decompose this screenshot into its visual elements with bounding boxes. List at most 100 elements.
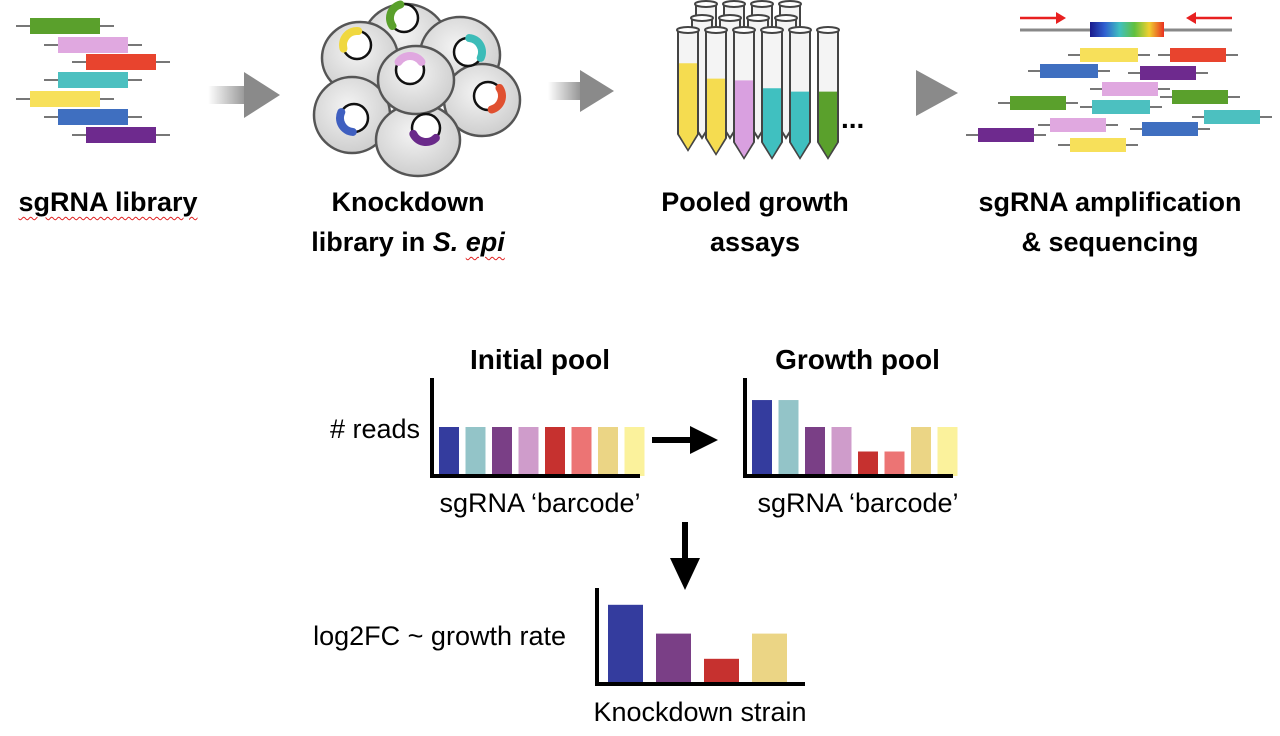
ellipsis-text: ... <box>841 103 864 134</box>
step-label-line1: Knockdown <box>331 187 485 217</box>
tube-rim <box>690 14 714 22</box>
step-label-line1: sgRNA amplification <box>978 187 1242 217</box>
tube-rim <box>676 26 700 34</box>
workflow-graphics: ... <box>16 0 1272 178</box>
initial-ylabel: # reads <box>329 414 420 444</box>
arrow-right-icon <box>652 426 718 454</box>
chart-bar <box>884 451 905 476</box>
tube-rim <box>694 0 718 8</box>
sgrna-fragment <box>30 91 100 107</box>
knockdown-cells-graphic <box>312 0 522 178</box>
tube-rim <box>774 14 798 22</box>
tube-rim <box>732 26 756 34</box>
chart-bar <box>911 427 931 476</box>
sgrna-fragment <box>58 72 128 88</box>
sequenced-read <box>1010 96 1066 110</box>
step-label-sgrna-library: sgRNA library <box>0 182 216 222</box>
arrow-down-icon <box>670 522 700 590</box>
sgrna-library-graphic <box>16 18 170 143</box>
growth-pool-chart <box>743 378 958 478</box>
chart-bar <box>778 400 799 476</box>
tube-rim <box>788 26 812 34</box>
chart-bar <box>831 427 852 476</box>
tube-culture <box>707 78 725 153</box>
chart-bar <box>752 400 772 476</box>
sequenced-read <box>1050 118 1106 132</box>
step-label-knockdown: Knockdown library in S. epi <box>278 182 538 262</box>
step-label-line2: library in S. epi <box>311 227 505 257</box>
initial-pool-chart <box>430 378 645 478</box>
sequenced-read <box>1102 82 1158 96</box>
tube-rim <box>718 14 742 22</box>
plasmid-insert <box>409 129 440 146</box>
chart-bar <box>704 658 739 684</box>
plasmid-insert <box>394 52 426 66</box>
tube-rim <box>778 0 802 8</box>
sgrna-fragment <box>86 54 156 70</box>
step-label-line1: sgRNA library <box>18 187 198 217</box>
sgrna-fragment <box>58 37 128 53</box>
step-label-line1: Pooled growth <box>661 187 849 217</box>
chart-bar <box>465 427 486 476</box>
sequenced-read <box>1070 138 1126 152</box>
tube-rim <box>722 0 746 8</box>
sequenced-reads-graphic <box>966 48 1272 152</box>
tube-culture <box>791 91 809 157</box>
sgrna-fragment <box>86 127 156 143</box>
chart-bar <box>624 427 645 476</box>
sequenced-read <box>1092 100 1150 114</box>
sequenced-read <box>978 128 1034 142</box>
chart-bar <box>571 427 592 476</box>
plasmid-insert <box>336 108 357 136</box>
tube-rim <box>704 26 728 34</box>
chart-bar <box>858 451 878 476</box>
chart-bar <box>752 633 787 684</box>
plasmid-insert <box>386 0 405 31</box>
step-label-line2: & sequencing <box>1021 227 1199 257</box>
growth-xlabel: sgRNA ‘barcode’ <box>757 488 959 518</box>
step-label-pooled-growth: Pooled growth assays <box>620 182 890 262</box>
tube-rim <box>746 14 770 22</box>
fc-ylabel: log2FC ~ growth rate <box>313 621 566 651</box>
plasmid-insert <box>487 83 506 114</box>
tube-rim <box>816 26 840 34</box>
step-label-amplification: sgRNA amplification & sequencing <box>940 182 1280 262</box>
log2fc-chart <box>595 588 805 686</box>
step-label-line2: assays <box>709 227 801 257</box>
tube-rim <box>750 0 774 8</box>
step-arrow-2 <box>548 70 614 112</box>
chart-bar <box>439 427 459 476</box>
chart-bar <box>518 427 539 476</box>
chart-bar <box>545 427 565 476</box>
chart-bar <box>937 427 958 476</box>
sequenced-read <box>1170 48 1226 62</box>
tube-rim <box>760 26 784 34</box>
plasmid-insert <box>339 27 363 53</box>
fc-xlabel: Knockdown strain <box>593 697 807 727</box>
plasmid-insert <box>465 34 486 62</box>
sequenced-read <box>1140 66 1196 80</box>
tube-culture <box>819 91 837 157</box>
chart-bar <box>656 633 691 684</box>
initial-xlabel: sgRNA ‘barcode’ <box>439 488 641 518</box>
tube-culture <box>679 63 697 149</box>
step-arrow-3 <box>916 70 958 116</box>
sequenced-read <box>1142 122 1198 136</box>
chart-bar <box>608 604 643 684</box>
sequenced-read <box>1172 90 1228 104</box>
sgrna-fragment <box>30 18 100 34</box>
sequenced-read <box>1040 64 1098 78</box>
tube-culture <box>735 80 753 157</box>
step-arrow-1 <box>208 72 280 118</box>
sgrna-fragment <box>58 109 128 125</box>
sequenced-read <box>1204 110 1260 124</box>
amplification-graphic <box>1020 12 1232 37</box>
sequenced-read <box>1080 48 1138 62</box>
tube-culture <box>763 88 781 157</box>
chart-bar <box>492 427 512 476</box>
initial-pool-title: Initial pool <box>470 344 610 375</box>
growth-pool-title: Growth pool <box>775 344 940 375</box>
chart-bar <box>598 427 618 476</box>
chart-bar <box>805 427 825 476</box>
